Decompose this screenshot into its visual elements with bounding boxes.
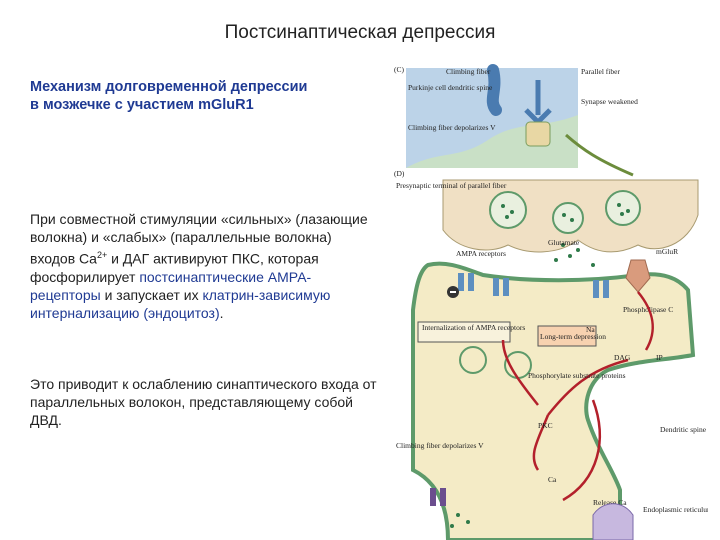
panel-d-label: (D) bbox=[394, 169, 405, 178]
label-pkc: PKC bbox=[538, 421, 553, 430]
paragraph-mechanism: При совместной стимуляции «сильных» (лаз… bbox=[30, 210, 380, 322]
label-purkinje-spine: Purkinje cell dendritic spine bbox=[408, 83, 493, 92]
label-ampa-receptors: AMPA receptors bbox=[456, 249, 506, 258]
panel-c-label: (C) bbox=[394, 65, 405, 74]
label-glutamate: Glutamate bbox=[548, 238, 580, 247]
label-synapse-weakened: Synapse weakened bbox=[581, 97, 638, 106]
endoplasmic-reticulum bbox=[592, 503, 634, 540]
label-ltd: Long-term depression bbox=[540, 332, 606, 341]
label-er: Endoplasmic reticulum bbox=[643, 505, 708, 514]
p1-superscript: 2+ bbox=[96, 250, 108, 260]
internalization-box bbox=[417, 321, 511, 343]
label-internalization: Internalization of AMPA receptors bbox=[422, 323, 525, 332]
label-mglur: mGluR bbox=[656, 247, 678, 256]
vesicle-2 bbox=[552, 202, 584, 234]
label-ip3: IP bbox=[656, 353, 663, 362]
link-ampa-receptors[interactable]: постсинаптические АМРА-рецепторы bbox=[30, 268, 312, 303]
arrow-dag-pkc bbox=[547, 358, 629, 416]
endocytic-vesicle-1 bbox=[459, 346, 487, 374]
link-endocytosis[interactable]: клатрин-зависимую интернализацию (эндоци… bbox=[30, 286, 331, 321]
label-presynaptic: Presynaptic terminal of parallel fiber bbox=[396, 181, 507, 190]
p1-text-a: При совместной стимуляции «сильных» (лаз… bbox=[30, 211, 368, 267]
arrow-pkc bbox=[532, 414, 550, 471]
label-release-ca: Release Ca bbox=[593, 498, 627, 507]
slide-subtitle: Механизм долговременной депрессии в мозж… bbox=[30, 78, 380, 114]
label-na: Na bbox=[586, 325, 595, 334]
vesicle-1 bbox=[489, 191, 527, 229]
page-title: Постсинаптическая депрессия bbox=[224, 22, 496, 43]
ltd-box bbox=[537, 325, 597, 347]
ltd-mechanism-figure: (C) Climbing fiber Parallel fiber Purkin… bbox=[394, 64, 708, 540]
label-phosphorylate: Phosphorylate substrate proteins bbox=[528, 371, 626, 380]
label-dag: DAG bbox=[614, 353, 631, 362]
p1-text-b: и ДАГ активируют ПКС, которая фосфорилир… bbox=[30, 250, 319, 285]
mglur-receptor bbox=[625, 259, 651, 293]
ampa-receptor-2 bbox=[493, 278, 509, 296]
arrow-to-panel-d bbox=[565, 133, 634, 177]
p1-text-d: . bbox=[219, 304, 224, 321]
calcium-channel bbox=[430, 488, 446, 506]
spine-box bbox=[525, 121, 551, 147]
arrow-mglur-plc bbox=[637, 291, 654, 351]
ampa-receptor-1 bbox=[458, 273, 474, 291]
climbing-fiber-shape bbox=[486, 64, 502, 116]
subtitle-line-2: в мозжечке с участием mGluR1 bbox=[30, 97, 254, 113]
vesicle-3 bbox=[605, 190, 641, 226]
paragraph-conclusion: Это приводит к ослаблению синаптического… bbox=[30, 376, 377, 428]
label-climbing-fiber: Climbing fiber bbox=[446, 67, 491, 76]
ampa-receptor-3 bbox=[593, 280, 609, 298]
label-dendritic-spine: Dendritic spine of Purkinje cell bbox=[660, 425, 708, 434]
label-parallel-fiber: Parallel fiber bbox=[581, 67, 620, 76]
p1-text-c: и запускает их bbox=[100, 286, 203, 303]
arrow-ca-loop bbox=[562, 399, 601, 502]
label-cf-depolarizes-d: Climbing fiber depolarizes V bbox=[396, 441, 484, 450]
arrow-to-internalization bbox=[501, 339, 539, 406]
label-cf-depolarizes-c: Climbing fiber depolarizes V bbox=[408, 123, 496, 132]
subtitle-line-1: Механизм долговременной депрессии bbox=[30, 79, 308, 95]
label-ca: Ca bbox=[548, 475, 557, 484]
